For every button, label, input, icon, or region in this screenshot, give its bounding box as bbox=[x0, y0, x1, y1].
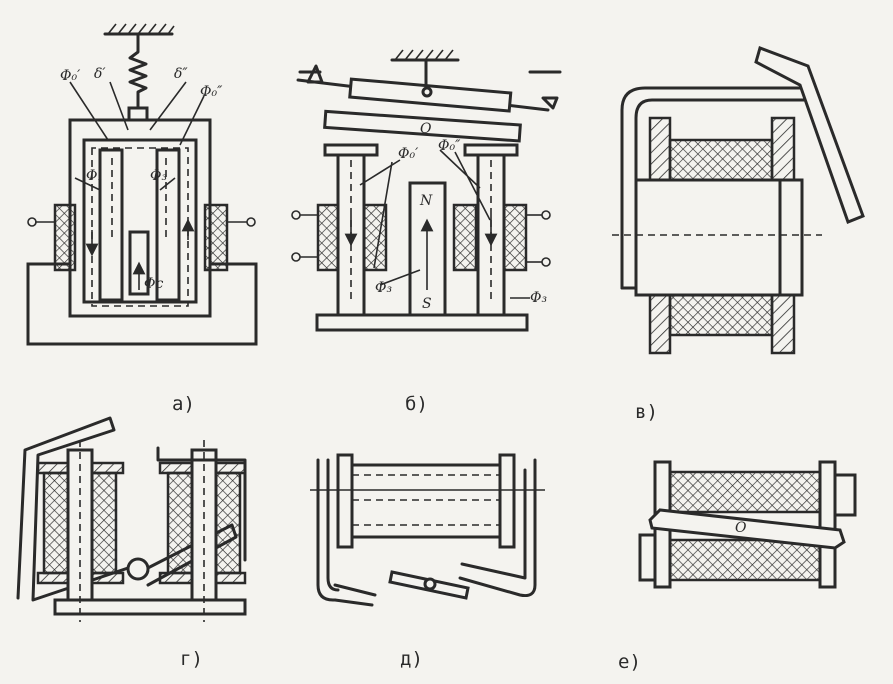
label-phi0-dprime-b: Φ₀″ bbox=[438, 138, 461, 154]
label-s: S bbox=[422, 296, 432, 312]
yoke bbox=[620, 86, 807, 290]
label-phi-b3: Φ₃ bbox=[530, 290, 547, 306]
panel-d: д) bbox=[310, 453, 545, 670]
panel-e: O е) bbox=[618, 460, 857, 673]
base bbox=[53, 598, 247, 616]
spring bbox=[128, 32, 148, 110]
armature-left bbox=[16, 416, 130, 602]
armature bbox=[754, 46, 865, 224]
pivot bbox=[126, 557, 150, 581]
caption-e: е) bbox=[618, 651, 641, 673]
label-phi0-prime: Φ₀′ bbox=[60, 68, 81, 84]
label-o-e: O bbox=[735, 520, 747, 536]
armature bbox=[323, 109, 522, 143]
label-phi1: Φ₁ bbox=[86, 168, 103, 184]
panel-a: Φ₀′ δ′ δ″ Φ₀″ Φ₁ Φ₃ Φс а) bbox=[26, 23, 258, 415]
label-o-b: O bbox=[420, 121, 432, 137]
yoke-right bbox=[458, 458, 537, 597]
label-phi-b2: Φ₃ bbox=[375, 280, 392, 296]
armature bbox=[648, 508, 846, 550]
ceiling-support bbox=[390, 49, 460, 92]
caption-v: в) bbox=[635, 401, 658, 423]
caption-b: б) bbox=[405, 393, 428, 415]
label-phi-b: Φ₃ bbox=[150, 168, 167, 184]
label-phi-c: Φс bbox=[144, 276, 163, 292]
caption-g: г) bbox=[180, 648, 203, 670]
base bbox=[315, 313, 529, 332]
label-delta-prime: δ′ bbox=[94, 66, 106, 82]
caption-d: д) bbox=[400, 648, 423, 670]
ceiling-support bbox=[103, 23, 175, 36]
label-delta-dprime: δ″ bbox=[174, 66, 188, 82]
panel-v: в) bbox=[612, 46, 865, 423]
panel-g: г) bbox=[16, 416, 247, 670]
panel-b: O N S Φ₀′ Φ₀″ Φ₃ Φ₃ б) bbox=[291, 49, 562, 415]
yoke-left bbox=[316, 458, 337, 602]
label-phi0-prime-b: Φ₀′ bbox=[398, 146, 419, 162]
coil-right bbox=[203, 203, 229, 272]
label-n: N bbox=[419, 193, 433, 209]
label-phi0-dprime: Φ₀″ bbox=[200, 84, 223, 100]
coil-left bbox=[53, 203, 77, 272]
caption-a: а) bbox=[172, 393, 195, 415]
